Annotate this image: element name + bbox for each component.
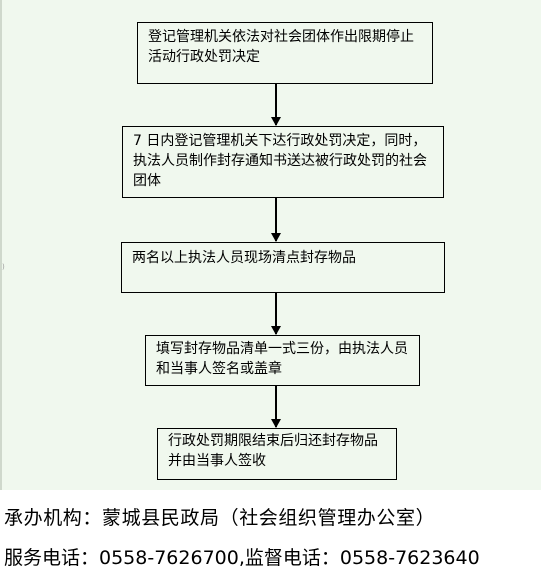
flow-arrow-3 <box>271 293 281 335</box>
flow-step-4: 填写封存物品清单一式三份，由执法人员和当事人签名或盖章 <box>145 335 420 386</box>
handling-organization: 承办机构：蒙城县民政局（社会组织管理办公室） <box>4 507 436 529</box>
flow-step-1: 登记管理机关依法对社会团体作出限期停止活动行政处罚决定 <box>137 22 433 84</box>
flow-step-5: 行政处罚期限结束后归还封存物品并由当事人签收 <box>157 428 397 480</box>
flow-step-3: 两名以上执法人员现场清点封存物品 <box>121 242 445 293</box>
flow-step-2: 7 日内登记管理机关下达行政处罚决定，同时，执法人员制作封存通知书送达被行政处罚… <box>122 126 444 198</box>
flow-arrow-1 <box>271 84 281 126</box>
flowchart-panel: ) 登记管理机关依法对社会团体作出限期停止活动行政处罚决定 7 日内登记管理机关… <box>0 0 541 490</box>
flow-arrow-4 <box>271 386 281 428</box>
edge-mark: ) <box>2 263 5 271</box>
contact-phones: 服务电话：0558-7626700,监督电话：0558-7623640 <box>4 547 480 569</box>
panel-edge-line <box>0 0 2 490</box>
flow-arrow-2 <box>271 198 281 242</box>
